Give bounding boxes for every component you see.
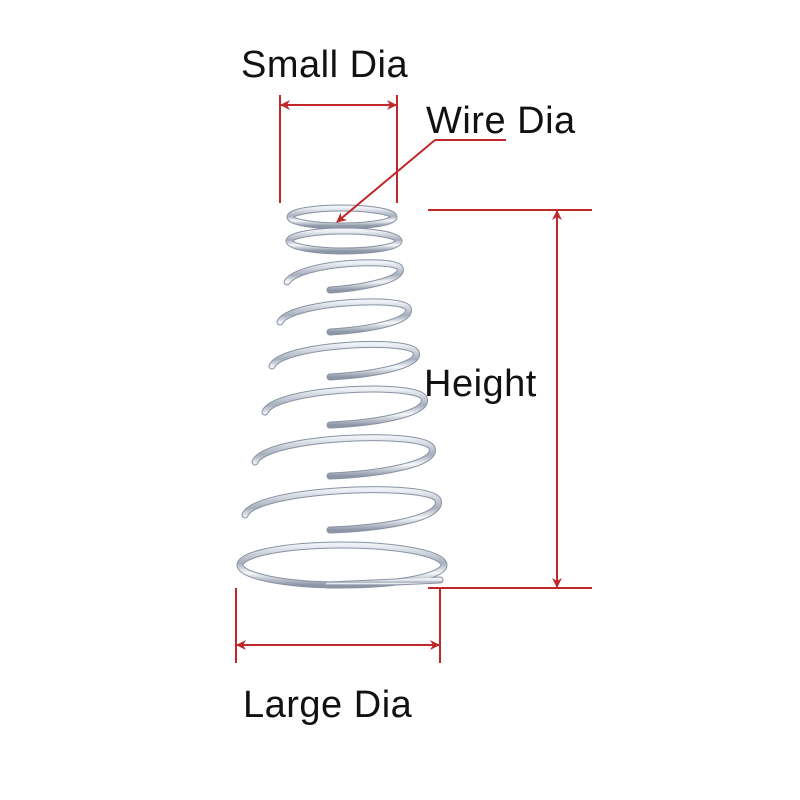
large-dia-label: Large Dia [243,684,413,726]
height-label: Height [424,363,537,405]
wire-dia-leader [336,139,506,223]
height-dimension [428,209,592,589]
spring-illustration [236,204,448,589]
large-dia-dimension [235,588,441,663]
wire-dia-label: Wire Dia [426,100,576,142]
small-dia-label: Small Dia [241,44,409,86]
small-dia-dimension [279,95,398,203]
